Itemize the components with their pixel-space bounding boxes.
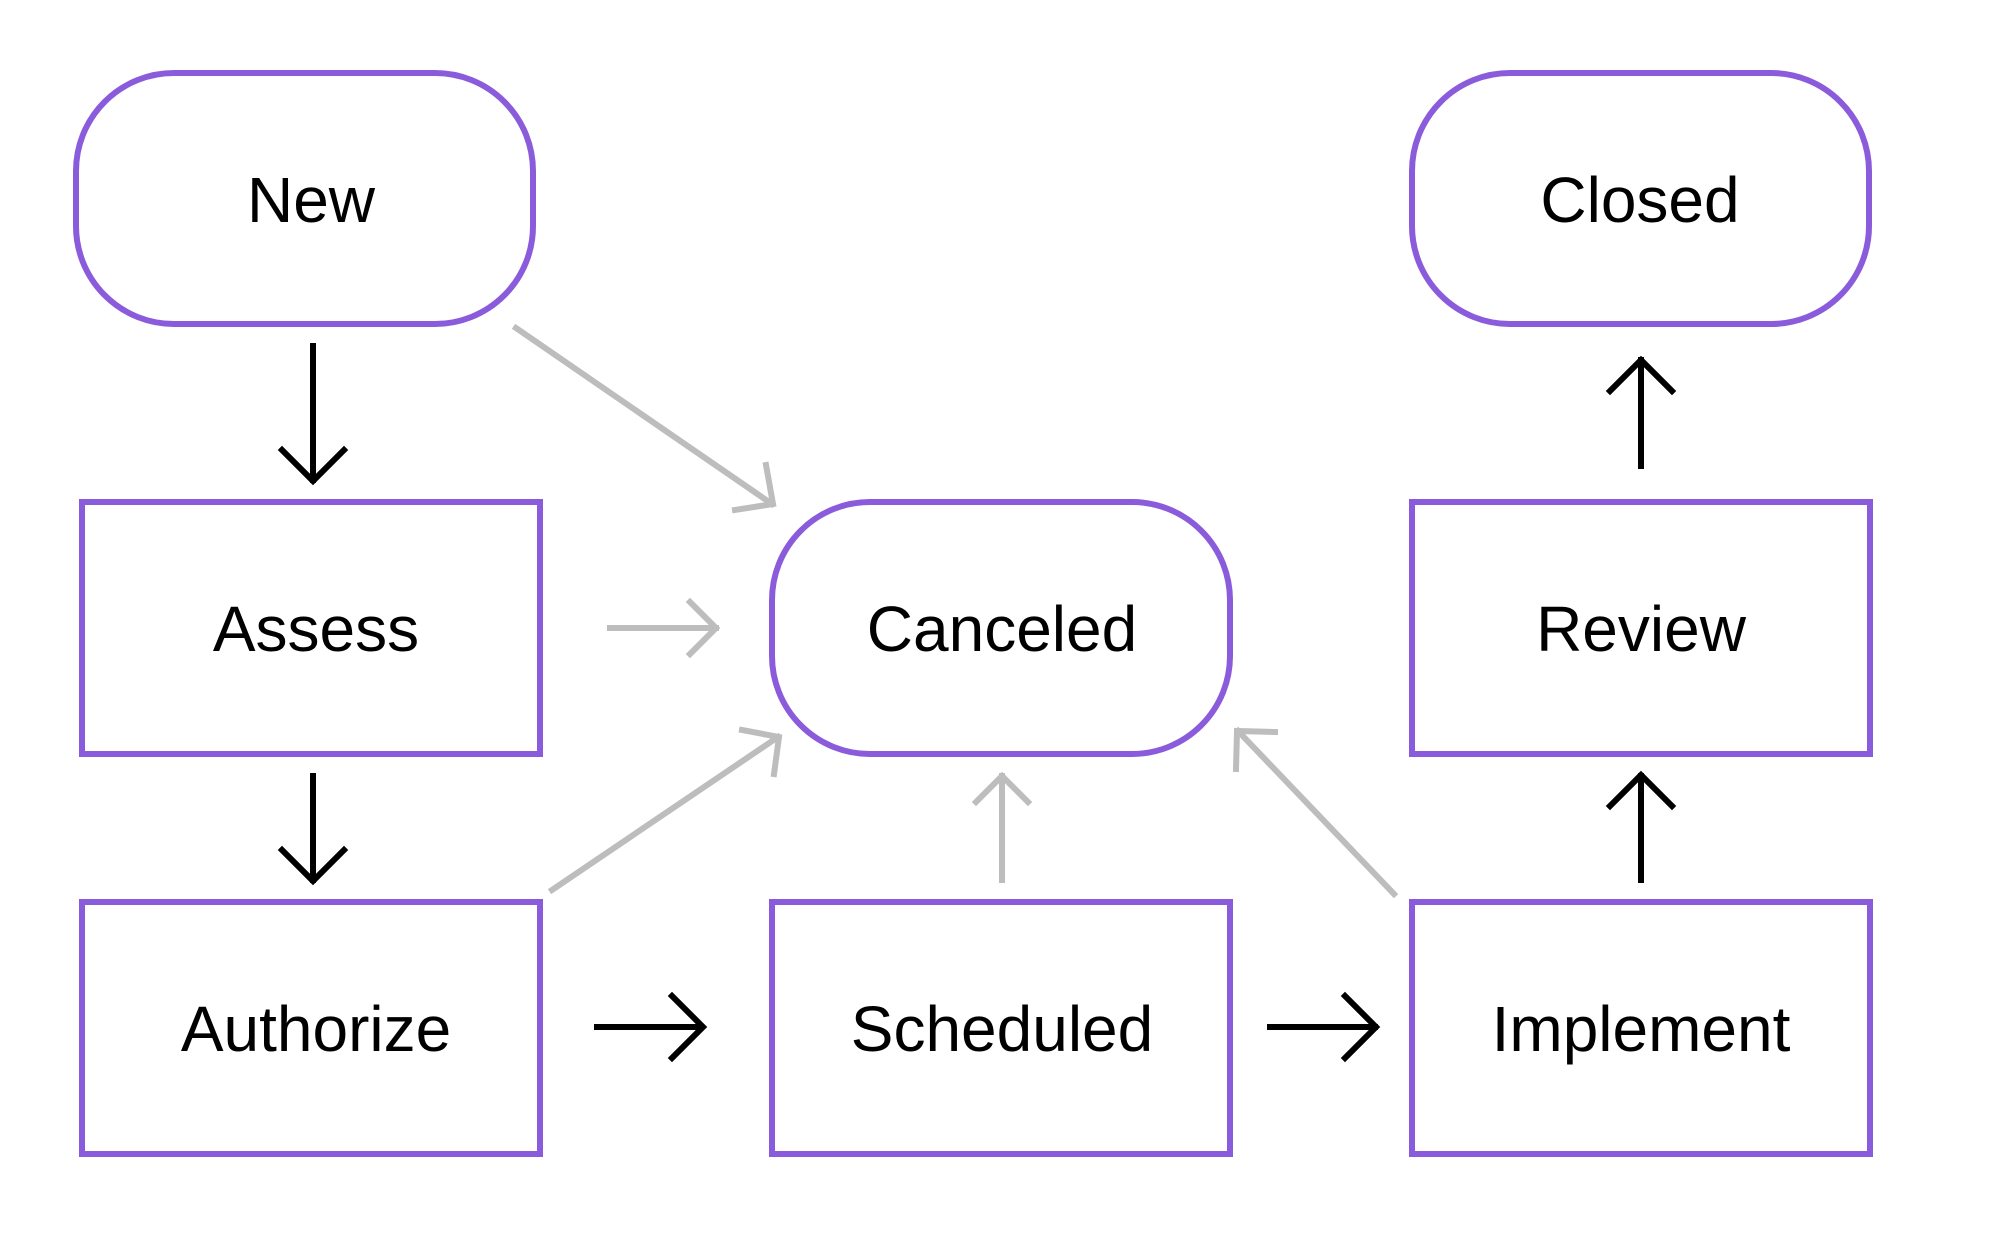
node-canceled: Canceled [769,499,1233,757]
node-new-shape [73,70,536,327]
node-authorize-label: Authorize [181,993,451,1065]
node-assess: Assess [79,499,543,757]
node-closed: Closed [1409,70,1872,327]
node-scheduled-label: Scheduled [851,993,1153,1065]
arrow-assess-to-canceled [607,597,721,659]
arrow-new-to-canceled [511,323,777,514]
node-review: Review [1409,499,1873,757]
arrow-new-to-assess [277,343,349,486]
node-assess-shape [79,499,543,757]
node-new-label: New [247,164,376,236]
arrow-implement-to-canceled [1232,726,1399,899]
arrow-review-to-closed [1605,355,1677,469]
node-canceled-label: Canceled [867,593,1137,665]
arrow-assess-to-authorize [277,773,349,886]
node-new: New [73,70,536,327]
node-authorize-shape [79,899,543,1157]
node-implement-label: Implement [1492,993,1791,1065]
node-assess-label: Assess [213,593,419,665]
node-review-label: Review [1536,593,1747,665]
node-closed-shape [1409,70,1872,327]
arrow-scheduled-to-implement [1267,991,1381,1063]
node-scheduled: Scheduled [769,899,1233,1157]
node-authorize: Authorize [79,899,543,1157]
node-review-shape [1409,499,1873,757]
node-scheduled-shape [769,899,1233,1157]
arrow-implement-to-review [1605,770,1677,883]
node-implement: Implement [1409,899,1873,1157]
node-implement-shape [1409,899,1873,1157]
node-canceled-shape [769,499,1233,757]
arrow-scheduled-to-canceled [971,771,1033,883]
node-closed-label: Closed [1540,164,1739,236]
arrow-authorize-to-canceled [547,726,783,895]
arrow-authorize-to-scheduled [594,991,708,1063]
